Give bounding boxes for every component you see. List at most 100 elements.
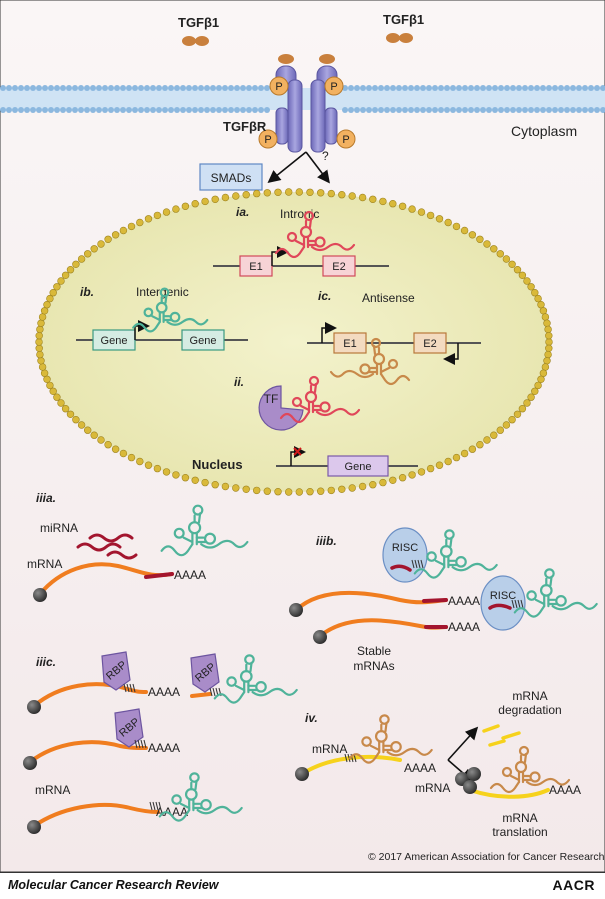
nuclear-pore [253,486,261,495]
lipid-head [0,85,6,91]
base-pair-tick [140,739,144,749]
lipid-head [42,107,48,113]
lipid-head [432,107,438,113]
nuclear-pore [513,266,522,274]
lipid-head [102,85,108,91]
lipid-head [216,85,222,91]
lipid-head [486,85,492,91]
nuclear-pore [379,197,387,206]
nuclear-pore [104,441,112,449]
nuclear-pore [111,445,120,453]
lipid-head [402,107,408,113]
base-pair-tick [411,559,415,569]
lipid-head [378,107,384,113]
nuclear-pore [201,197,209,206]
lipid-head [450,85,456,91]
nuclear-pore [37,357,45,365]
intergenic-locus: Gene Gene [76,320,248,351]
mrna-cap [23,756,37,770]
lipid-head [162,85,168,91]
lipid-head [84,85,90,91]
lipid-head [204,107,210,113]
lipid-head [120,85,126,91]
lipid-head [546,85,552,91]
lipid-head [204,85,210,91]
nuclear-pore [435,215,444,223]
nuclear-pore [417,208,426,216]
base-pair-tick [149,801,153,811]
base-pair-tick [414,559,418,569]
mrna-cap [33,588,47,602]
nuclear-pore [417,468,426,476]
lipid-head [168,107,174,113]
mrna-cap [27,700,41,714]
nuclear-pore [61,271,70,279]
nuclear-pore [83,250,92,258]
mirna-label: miRNA [40,521,78,535]
nuclear-pore [435,461,444,469]
base-pair-tick [129,683,133,693]
lipid-head [342,107,348,113]
lipid-head [504,107,510,113]
nuclear-pore [77,421,86,429]
lipid-head [174,107,180,113]
lipid-head [30,107,36,113]
polya-tail-label: AAAA [148,685,180,699]
lncrna-structure [158,772,243,822]
phospho-label: P [342,134,349,146]
gene-label: Gene [345,461,372,473]
lncrna-structure [160,504,249,557]
lipid-head [414,85,420,91]
lipid-head [468,85,474,91]
stable-mrnas-line1: Stable [357,644,391,658]
lipid-head [414,107,420,113]
nuclear-pore [61,405,70,413]
base-pair-tick [209,687,213,697]
lipid-head [108,107,114,113]
mrna-cap [289,603,303,617]
nuclear-pore [285,488,293,496]
lipid-head [402,85,408,91]
lipid-head [222,107,228,113]
tf-label: TF [264,392,279,406]
nuclear-pore [162,208,171,216]
lipid-head [540,85,546,91]
nuclear-pore [49,289,57,297]
signal-arrow-unknown [305,151,330,184]
lipid-head [216,107,222,113]
base-pair-tick [420,559,424,569]
lipid-head [6,107,12,113]
panel-iiib-label: iiib. [316,534,337,548]
nuclear-pore [36,325,44,334]
mirna-strands [76,533,138,560]
panel-ia-label: ia. [236,205,249,219]
degradation-arrow [447,726,479,761]
lipid-head [570,85,576,91]
nuclear-pore [66,266,75,274]
lipid-head [510,107,516,113]
lipid-head [234,107,240,113]
tgfb1-ligand-left: TGFβ1 [178,15,219,46]
nuclear-pore [545,332,553,340]
lncrna-structure [489,745,571,794]
lipid-head [72,85,78,91]
lipid-head [390,85,396,91]
nuclear-pore [508,260,516,268]
risc-complex: RISC [382,527,428,583]
lipid-head [228,85,234,91]
lipid-head [180,107,186,113]
base-pair-tick [511,599,515,609]
lipid-head [192,85,198,91]
lipid-head [474,85,480,91]
nuclear-pore [468,231,477,239]
mrna-label-iiic: mRNA [35,783,70,797]
lipid-head [144,107,150,113]
base-pair-tick [126,683,130,693]
rbp-protein: RBP [114,708,144,748]
base-pair-tick [152,801,156,811]
panel-ib-label: ib. [80,285,94,299]
transcription-factor: TF [258,385,304,431]
nuclear-pore [483,240,491,248]
polya-tail-label: AAAA [549,783,581,797]
